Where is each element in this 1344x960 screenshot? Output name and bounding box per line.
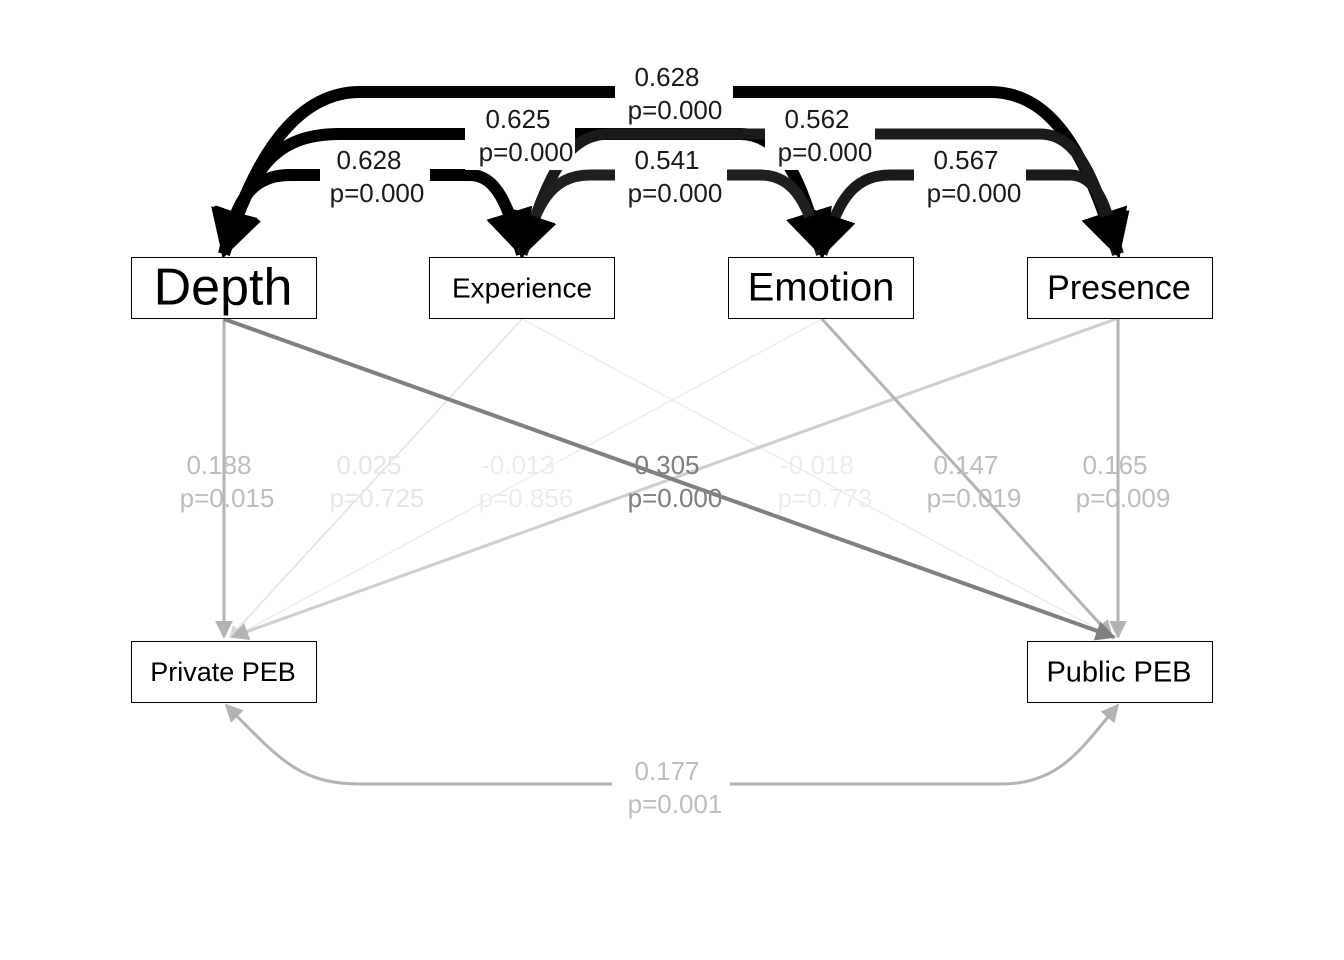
path-label-depth-private-coef: 0.188 (186, 450, 251, 480)
regression-labels: 0.188 p=0.015 0.025 p=0.725 -0.013 p=0.8… (180, 450, 1171, 513)
node-private-peb: Private PEB (131, 641, 317, 703)
cov-label-depth-experience-p: p=0.000 (330, 178, 425, 208)
node-presence-label: Presence (1047, 269, 1191, 307)
node-public-peb-label: Public PEB (1046, 657, 1191, 689)
node-experience: Experience (429, 257, 615, 319)
path-label-presence-private-coef: 0.305 (634, 450, 699, 480)
path-label-experience-public-coef: -0.018 (780, 450, 854, 480)
path-label-presence-public-p: p=0.009 (1076, 483, 1171, 513)
cov-label-emotion-presence-coef: 0.567 (933, 145, 998, 175)
node-emotion: Emotion (728, 257, 914, 319)
cov-label-experience-emotion-coef: 0.541 (634, 145, 699, 175)
cov-label-experience-presence-p: p=0.000 (778, 137, 873, 167)
edge-emotion-public (820, 317, 1114, 639)
path-label-experience-private-p: p=0.725 (330, 483, 425, 513)
cov-label-depth-presence-p: p=0.000 (628, 95, 723, 125)
node-depth-label: Depth (154, 259, 293, 317)
cov-label-depth-emotion-p: p=0.000 (479, 137, 574, 167)
cov-label-experience-emotion-p: p=0.000 (628, 178, 723, 208)
path-label-emotion-private-p: p=0.856 (479, 483, 574, 513)
edge-experience-public (521, 318, 1114, 638)
path-label-depth-public-p: p=0.000 (628, 483, 723, 513)
cov-label-depth-presence-coef: 0.628 (634, 62, 699, 92)
cov-label-private-public-p: p=0.001 (628, 789, 723, 819)
path-label-depth-public-coef: 0.305 (634, 450, 699, 480)
nodes: Depth Experience Emotion Presence Privat… (131, 257, 1213, 703)
path-label-presence-public-coef: 0.165 (1082, 450, 1147, 480)
cov-label-depth-emotion-coef: 0.625 (485, 104, 550, 134)
cov-label-experience-presence-coef: 0.562 (784, 104, 849, 134)
cov-label-emotion-presence-p: p=0.000 (927, 178, 1022, 208)
edge-experience-private (229, 318, 523, 638)
path-label-emotion-private-coef: -0.013 (481, 450, 555, 480)
node-private-peb-label: Private PEB (150, 657, 296, 687)
cov-label-depth-experience-coef: 0.628 (336, 145, 401, 175)
node-depth: Depth (131, 257, 317, 319)
edge-emotion-private (232, 318, 823, 638)
path-label-experience-public-p: p=0.773 (778, 483, 873, 513)
cov-label-private-public-coef: 0.177 (634, 756, 699, 786)
node-emotion-label: Emotion (748, 266, 895, 310)
covariance-depth-experience (211, 169, 533, 259)
edge-depth-public (223, 317, 1116, 641)
path-label-depth-private-p: p=0.015 (180, 483, 275, 513)
covariance-labels: 0.628 p=0.000 0.625 p=0.000 0.562 p=0.00… (330, 62, 1022, 819)
regression-paths (215, 317, 1127, 641)
node-public-peb: Public PEB (1027, 641, 1213, 703)
path-label-emotion-public-p: p=0.019 (927, 483, 1022, 513)
path-label-emotion-public-coef: 0.147 (933, 450, 998, 480)
path-label-experience-private-coef: 0.025 (336, 450, 401, 480)
node-experience-label: Experience (452, 272, 592, 303)
covariance-emotion-presence (813, 169, 1130, 259)
node-presence: Presence (1027, 257, 1213, 319)
label-backgrounds (320, 58, 1026, 822)
path-label-presence-private-p: p=0.000 (628, 483, 723, 513)
